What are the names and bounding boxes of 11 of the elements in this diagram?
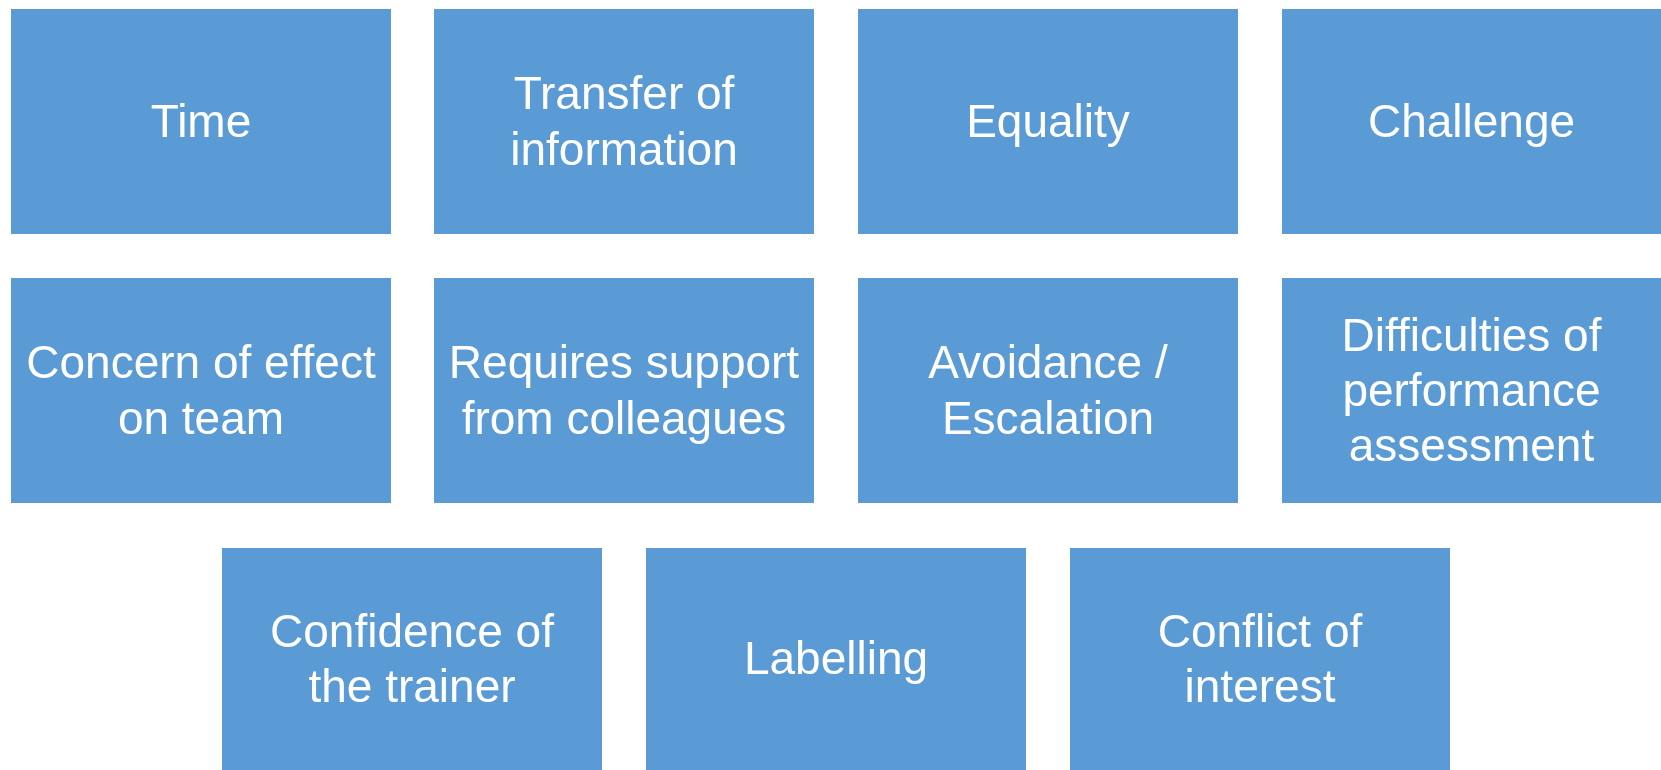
topic-box: Confidence of the trainer [222, 548, 602, 770]
topic-box: Avoidance / Escalation [858, 278, 1238, 503]
topic-box: Challenge [1282, 9, 1661, 234]
topic-box: Requires support from colleagues [434, 278, 814, 503]
topic-box: Equality [858, 9, 1238, 234]
topic-box: Conflict of interest [1070, 548, 1450, 770]
topic-box: Difficulties of performance assessment [1282, 278, 1661, 503]
topic-box: Concern of effect on team [11, 278, 391, 503]
topic-box: Transfer of information [434, 9, 814, 234]
topic-box: Labelling [646, 548, 1026, 770]
topic-box: Time [11, 9, 391, 234]
